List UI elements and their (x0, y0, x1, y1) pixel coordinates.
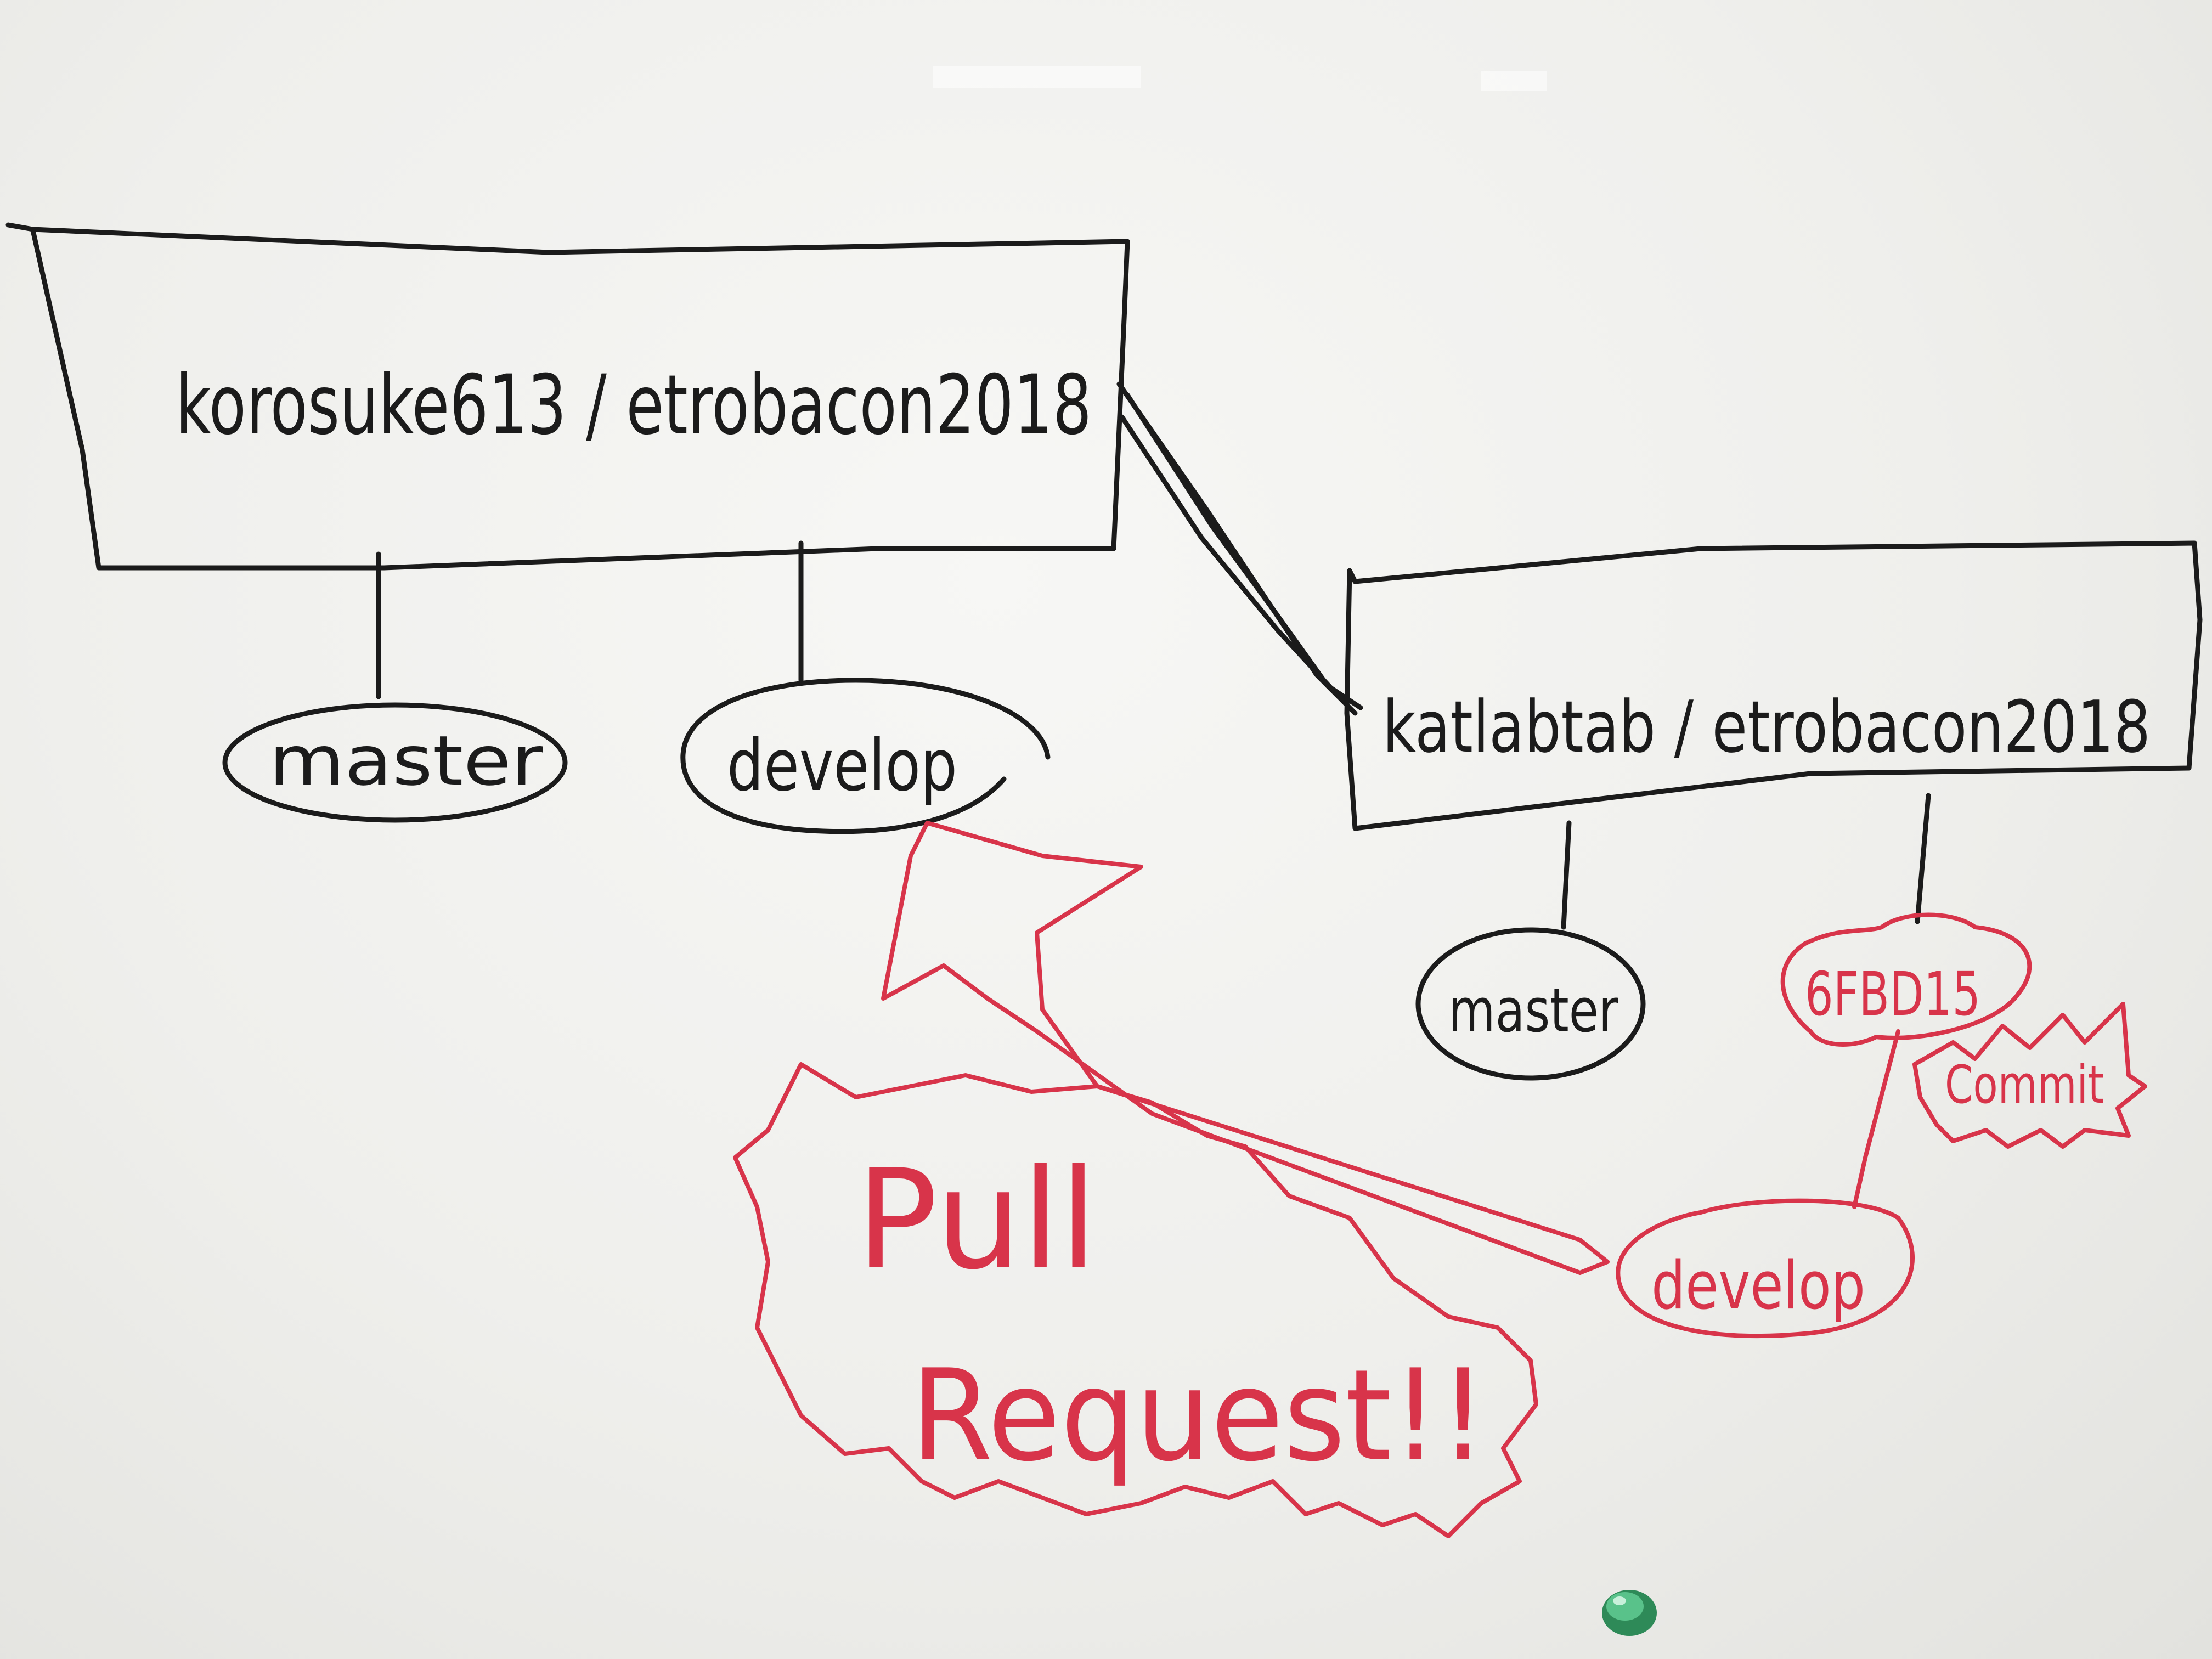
fork-develop-label: develop (1651, 1248, 1865, 1324)
fork-link-line (1116, 381, 1363, 716)
upstream-develop-node: develop (680, 678, 1051, 834)
glare-strip (1481, 71, 1547, 91)
pull-request-burst: Pull Request!! (733, 1062, 1538, 1538)
commit-burst: Commit (1912, 1002, 2147, 1149)
fork-master-label: master (1448, 975, 1619, 1046)
connector-line-red (1852, 1029, 1900, 1209)
fork-repo-box: katlabtab / etrobacon2018 (1344, 540, 2203, 831)
fork-master-node: master (1415, 927, 1646, 1081)
upstream-repo-label: korosuke613 / etrobacon2018 (176, 358, 1092, 453)
commit-label: Commit (1945, 1055, 2104, 1115)
fork-feature-node: 6FBD15 (1780, 912, 2032, 1047)
pull-request-line1: Pull (856, 1140, 1097, 1300)
pull-request-line2: Request!! (911, 1343, 1487, 1489)
fork-develop-node: develop (1616, 1198, 1915, 1339)
fork-repo-label: katlabtab / etrobacon2018 (1383, 685, 2151, 769)
connector-line (1561, 820, 1572, 930)
upstream-develop-label: develop (727, 724, 957, 807)
glare-strip (933, 66, 1141, 88)
pull-request-arrow (881, 821, 1610, 1275)
fork-feature-label: 6FBD15 (1805, 959, 1980, 1029)
upstream-repo-box: korosuke613 / etrobacon2018 (5, 222, 1130, 571)
upstream-master-label: master (269, 721, 544, 801)
upstream-master-node: master (222, 702, 568, 823)
connector-line (1915, 793, 1931, 924)
magnet-icon (1602, 1590, 1657, 1636)
